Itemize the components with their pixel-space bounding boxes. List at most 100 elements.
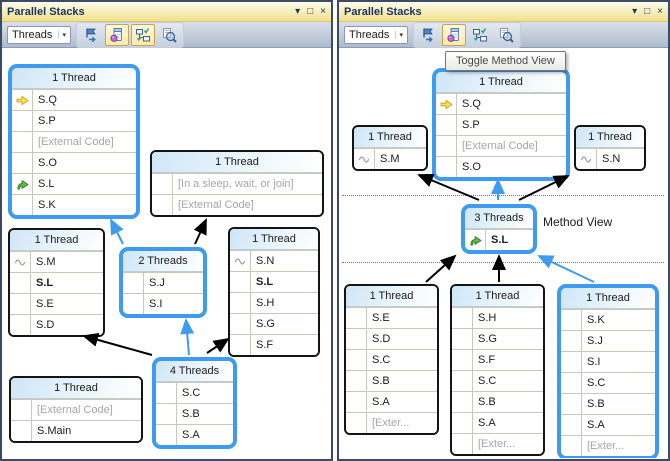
title-bar[interactable]: Parallel Stacks ▾□×: [339, 2, 668, 22]
stack-frame-row[interactable]: S.L: [465, 229, 533, 250]
stack-frame-row[interactable]: S.C: [452, 370, 543, 391]
maximize-icon[interactable]: □: [307, 5, 314, 17]
stack-frame-row[interactable]: S.K: [12, 194, 136, 215]
stack-frame-row[interactable]: S.O: [12, 152, 136, 173]
stack-frame-row[interactable]: S.N: [230, 250, 318, 271]
stack-frame-row[interactable]: S.Q: [12, 89, 136, 110]
toggle-method-view-button[interactable]: [442, 23, 466, 46]
stack-frame-row[interactable]: S.A: [452, 412, 543, 433]
stack-box-main-thread[interactable]: 1 Thread[External Code]S.Main: [9, 376, 143, 443]
title-bar[interactable]: Parallel Stacks ▾□×: [2, 2, 331, 22]
stack-frame-row[interactable]: S.B: [561, 393, 655, 414]
stack-frame-row[interactable]: S.L: [12, 173, 136, 194]
method-name: S.G: [256, 318, 275, 330]
frame-icon-cell: [152, 195, 173, 215]
stack-frame-row[interactable]: [Exter...: [346, 412, 437, 433]
stack-frame-row[interactable]: S.J: [561, 330, 655, 351]
stack-frame-row[interactable]: S.B: [346, 370, 437, 391]
stack-frame-row[interactable]: S.A: [346, 391, 437, 412]
stack-frame-row[interactable]: S.A: [561, 414, 655, 435]
threads-tasks-combo[interactable]: Threads ▾: [7, 25, 71, 44]
stack-frame-row[interactable]: S.D: [346, 328, 437, 349]
stack-frame-row[interactable]: S.G: [452, 328, 543, 349]
stack-frame-row[interactable]: S.C: [561, 372, 655, 393]
method-name: S.Main: [37, 425, 72, 437]
stack-frame-row[interactable]: S.C: [156, 382, 233, 403]
stack-frame-row[interactable]: [Exter...: [561, 435, 655, 456]
toggle-zoom-control-button[interactable]: [157, 24, 181, 46]
stack-frame-row[interactable]: S.B: [452, 391, 543, 412]
stack-frame-row[interactable]: S.J: [123, 272, 203, 293]
window-position-menu-icon[interactable]: ▾: [632, 5, 638, 17]
frame-icon-cell: [346, 350, 367, 370]
stack-frame-row[interactable]: S.N: [576, 148, 644, 169]
method-name: S.K: [38, 199, 56, 211]
show-only-flagged-button[interactable]: [416, 24, 440, 46]
stack-frame-row[interactable]: S.G: [230, 313, 318, 334]
close-icon[interactable]: ×: [320, 5, 326, 17]
stack-box-sleep-wait[interactable]: 1 Thread[In a sleep, wait, or join][Exte…: [150, 150, 324, 217]
toggle-method-view-button[interactable]: [105, 23, 129, 46]
stack-frame-row[interactable]: S.I: [123, 293, 203, 314]
stack-frame-row[interactable]: [Exter...: [452, 433, 543, 454]
stack-frame-row[interactable]: S.F: [230, 334, 318, 355]
stack-frame-row[interactable]: S.D: [10, 314, 103, 335]
stack-frame-row[interactable]: S.P: [12, 110, 136, 131]
frame-icon-cell: [11, 400, 32, 420]
toggle-zoom-control-button[interactable]: [494, 24, 518, 46]
thread-location-icon: [576, 149, 597, 169]
stack-frame-row[interactable]: S.Q: [436, 93, 566, 114]
thread-count-header: 1 Thread: [152, 152, 322, 173]
stack-frame-row[interactable]: [External Code]: [152, 194, 322, 215]
stack-frame-row[interactable]: S.H: [230, 292, 318, 313]
stack-frame-row[interactable]: S.H: [452, 307, 543, 328]
stack-frame-row[interactable]: [External Code]: [12, 131, 136, 152]
call-edge-arrow: [206, 337, 230, 354]
auto-scroll-to-current-stack-frame-button[interactable]: [131, 23, 155, 46]
stack-frame-row[interactable]: S.B: [156, 403, 233, 424]
stack-frame-row[interactable]: S.F: [452, 349, 543, 370]
thread-count-header: 1 Thread: [354, 127, 426, 148]
close-icon[interactable]: ×: [657, 5, 663, 17]
stack-frame-row[interactable]: S.C: [346, 349, 437, 370]
thread-count-header: 1 Thread: [230, 229, 318, 250]
threads-tasks-combo[interactable]: Threads ▾: [344, 25, 408, 44]
stack-frame-row[interactable]: S.A: [156, 424, 233, 445]
stack-frame-row[interactable]: [External Code]: [436, 135, 566, 156]
stack-frame-row[interactable]: [In a sleep, wait, or join]: [152, 173, 322, 194]
frame-icon-cell: [561, 352, 582, 372]
window-position-menu-icon[interactable]: ▾: [295, 5, 301, 17]
stack-frame-row[interactable]: S.E: [10, 293, 103, 314]
stack-frame-row[interactable]: S.K: [561, 309, 655, 330]
stack-frame-row[interactable]: S.P: [436, 114, 566, 135]
active-frame-icon: [12, 174, 33, 194]
stack-frame-row[interactable]: S.O: [436, 156, 566, 177]
method-name: S.Q: [462, 98, 481, 110]
thread-count-header: 1 Thread: [346, 286, 437, 307]
stack-frame-row[interactable]: S.M: [10, 251, 103, 272]
method-view-separator: [342, 262, 664, 263]
stack-frame-row[interactable]: S.I: [561, 351, 655, 372]
maximize-icon[interactable]: □: [644, 5, 651, 17]
method-name: S.H: [256, 297, 275, 309]
show-only-flagged-button[interactable]: [79, 24, 103, 46]
stack-frame-row[interactable]: S.E: [346, 307, 437, 328]
stack-frame-row[interactable]: S.Main: [11, 420, 141, 441]
stack-frame-row[interactable]: [External Code]: [11, 399, 141, 420]
stack-frame-row[interactable]: S.L: [230, 271, 318, 292]
auto-scroll-to-current-stack-frame-button[interactable]: [468, 24, 492, 46]
stack-frame-row[interactable]: S.L: [10, 272, 103, 293]
stack-frame-row[interactable]: S.M: [354, 148, 426, 169]
